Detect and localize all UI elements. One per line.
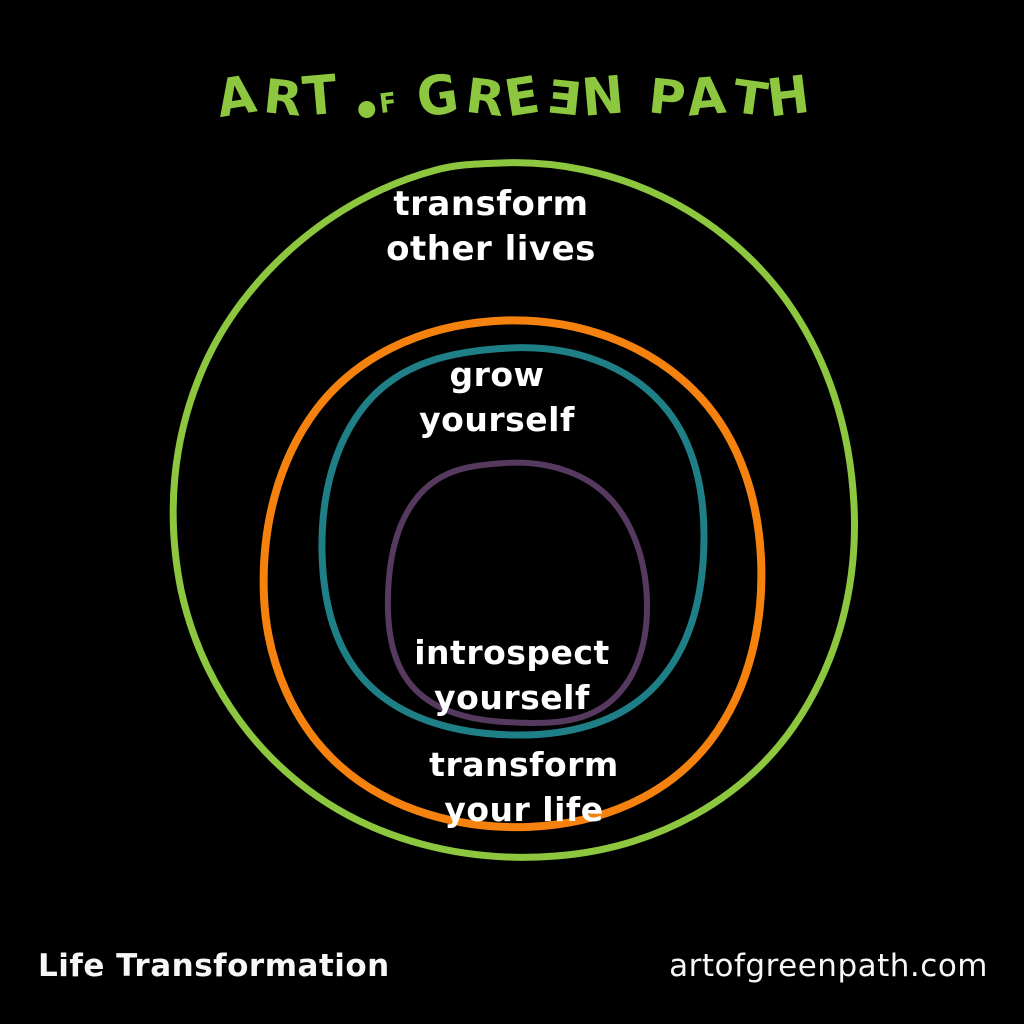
poster-title: Life Transformation (38, 948, 390, 984)
label-line: your life (444, 790, 604, 829)
logo-dot-icon (358, 101, 376, 118)
label-line: yourself (434, 678, 590, 717)
label-line: transform (393, 184, 589, 224)
label-grow-yourself: grow yourself (419, 352, 575, 442)
label-line: introspect (414, 633, 610, 672)
label-line: other lives (386, 229, 596, 269)
label-line: yourself (419, 400, 575, 439)
ring-transform-other-lives (169, 159, 858, 861)
logo-segment: f (358, 86, 400, 120)
website-url: artofgreenpath.com (669, 948, 988, 984)
label-line: transform (429, 745, 619, 784)
brand-logo: ARTfGREƎNPATH (212, 62, 812, 130)
label-line: grow (449, 355, 545, 394)
ring-grow-yourself (318, 344, 708, 739)
ring-transform-your-life (259, 316, 766, 832)
label-transform-other-lives: transform other lives (386, 182, 596, 272)
label-introspect-yourself: introspect yourself (414, 630, 610, 720)
ring-introspect-yourself (384, 459, 651, 727)
label-transform-your-life: transform your life (429, 742, 619, 832)
